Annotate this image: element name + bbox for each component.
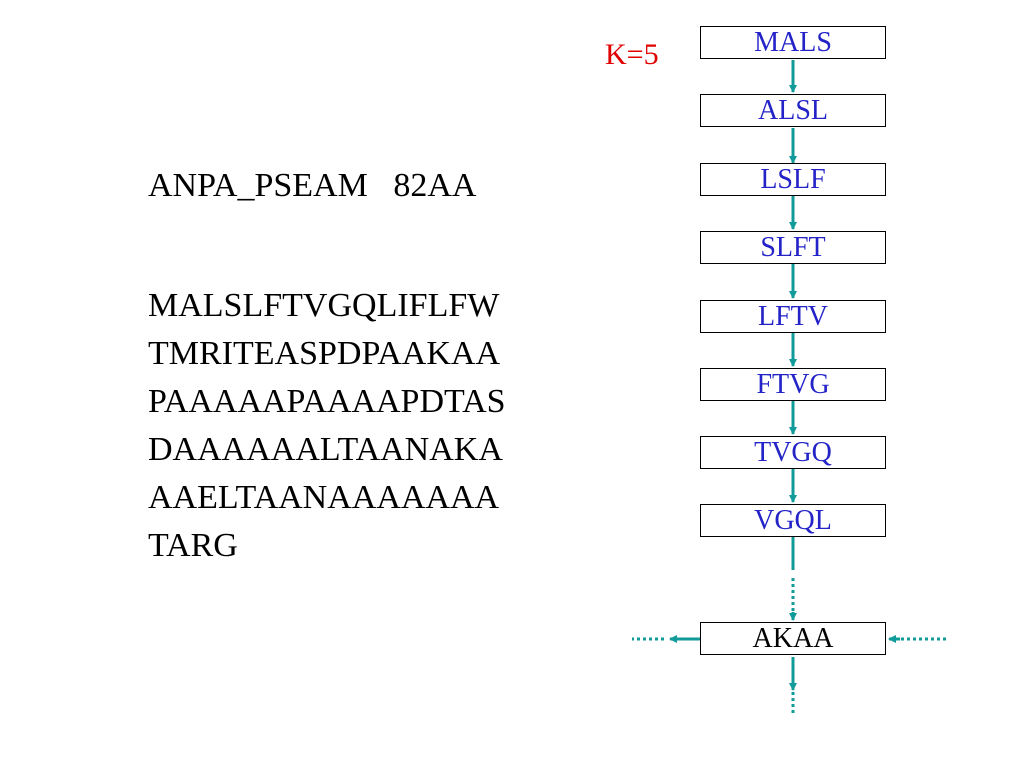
protein-length: 82AA <box>393 167 477 204</box>
kmer-node: SLFT <box>700 231 886 264</box>
kmer-node: LSLF <box>700 163 886 196</box>
kmer-node: LFTV <box>700 300 886 333</box>
protein-title: ANPA_PSEAM 82AA <box>148 166 476 206</box>
kmer-node: VGQL <box>700 504 886 537</box>
sequence-line: AAELTAANAAAAAAA <box>148 479 500 516</box>
sequence-line: TMRITEASPDPAAKAA <box>148 335 501 372</box>
k-label: K=5 <box>605 38 659 71</box>
kmer-node: FTVG <box>700 368 886 401</box>
sequence-block: MALSLFTVGQLIFLFW TMRITEASPDPAAKAA PAAAAA… <box>148 282 506 570</box>
sequence-line: PAAAAAPAAAAPDTAS <box>148 383 506 420</box>
protein-name: ANPA_PSEAM <box>148 167 368 204</box>
kmer-node: TVGQ <box>700 436 886 469</box>
kmer-node: MALS <box>700 26 886 59</box>
sequence-line: MALSLFTVGQLIFLFW <box>148 287 500 324</box>
kmer-node: ALSL <box>700 94 886 127</box>
sequence-line: TARG <box>148 527 238 564</box>
hub-kmer-node: AKAA <box>700 622 886 655</box>
sequence-line: DAAAAAALTAANAKA <box>148 431 503 468</box>
